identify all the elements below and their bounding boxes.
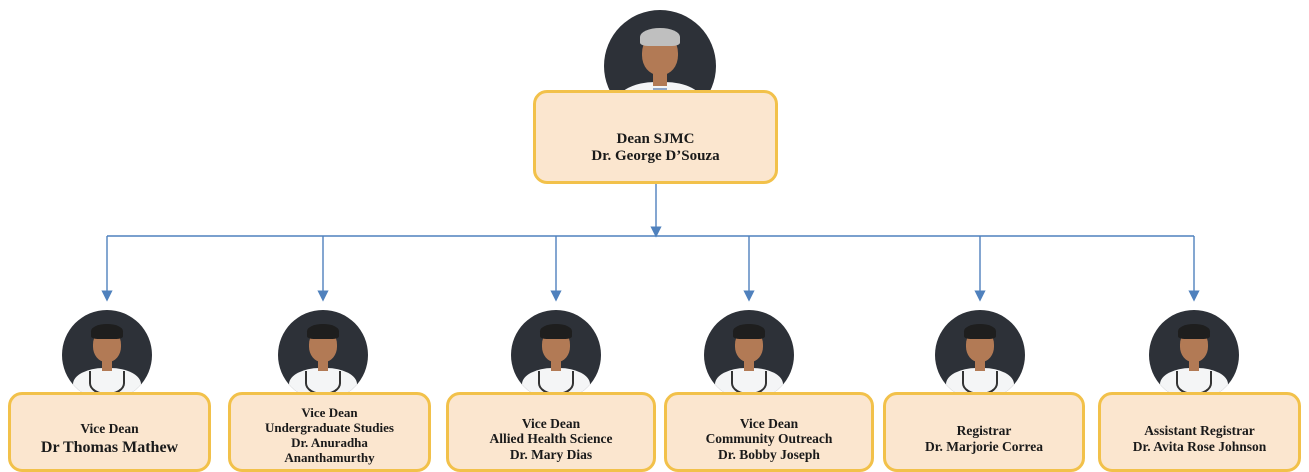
member-line: Dr. Anuradha [291,435,368,450]
member-title: Vice Dean [739,415,799,431]
dean-box: Dean SJMC Dr. George D’Souza [533,90,778,184]
dean-title: Dean SJMC [616,130,695,147]
member-title: Assistant Registrar [1144,423,1255,439]
member-photo [62,310,152,400]
member-line: Dr. Bobby Joseph [718,446,820,462]
member-line: Dr. Marjorie Correa [924,439,1044,454]
member-photo [935,310,1025,400]
member-line: Dr. Avita Rose Johnson [1132,439,1267,454]
member-box: Vice Dean Dr Thomas Mathew [8,392,211,472]
member-photo [511,310,601,400]
member-photo [704,310,794,400]
member-line: Undergraduate Studies [265,420,394,436]
member-photo [278,310,368,400]
member-line: Allied Health Science [489,431,613,447]
member-line: Dr Thomas Mathew [40,439,179,457]
member-line: Ananthamurthy [284,449,375,465]
member-title: Vice Dean [301,405,358,421]
member-title: Vice Dean [80,420,139,436]
dean-name: Dr. George D’Souza [591,148,720,164]
member-title: Vice Dean [521,415,581,431]
member-title: Registrar [956,423,1012,439]
member-line: Dr. Mary Dias [509,446,593,462]
member-line: Community Outreach [705,431,833,447]
member-photo [1149,310,1239,400]
